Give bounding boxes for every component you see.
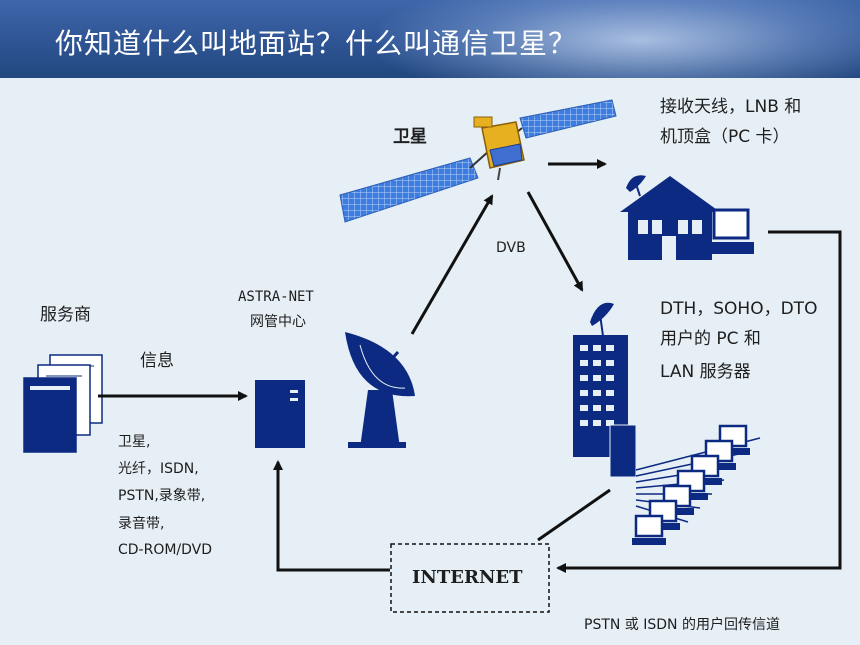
media-item-1: 卫星, (118, 434, 151, 450)
info-label: 信息 (140, 351, 174, 371)
slide-header: 你知道什么叫地面站？什么叫通信卫星？ (0, 0, 860, 78)
media-item-4: 录音带, (118, 516, 165, 532)
return-channel-label: PSTN 或 ISDN 的用户回传信道 (584, 617, 780, 633)
users-label-line3: LAN 服务器 (660, 362, 751, 382)
users-label-line1: DTH，SOHO，DTO (660, 299, 818, 319)
flow-arrows (98, 159, 842, 573)
receiver-label-line2: 机顶盒（PC 卡） (660, 127, 790, 147)
slide-title: 你知道什么叫地面站？什么叫通信卫星？ (55, 27, 578, 60)
satellite-network-diagram: 卫星 接收天线，LNB 和 机顶盒（PC 卡） DVB ASTRA-NET 网管… (0, 78, 860, 645)
house-icon (620, 175, 720, 260)
ground-station-dish-icon (345, 332, 415, 448)
media-item-2: 光纤，ISDN, (118, 461, 199, 477)
media-item-3: PSTN,录象带, (118, 488, 206, 504)
house-computer-icon (710, 208, 754, 254)
internet-label: INTERNET (412, 567, 523, 588)
office-building-icon (573, 302, 637, 478)
dvb-label: DVB (496, 240, 526, 256)
provider-label: 服务商 (40, 305, 91, 325)
satellite-icon (339, 99, 617, 223)
receiver-label-line1: 接收天线，LNB 和 (660, 97, 802, 117)
lan-computer-icons (632, 424, 750, 545)
center-label-line1: ASTRA-NET (238, 289, 314, 305)
users-label-line2: 用户的 PC 和 (660, 329, 761, 349)
satellite-label: 卫星 (393, 127, 427, 147)
diagram-graphics (23, 99, 842, 613)
center-label-line2: 网管中心 (250, 314, 306, 330)
media-item-5: CD-ROM/DVD (118, 542, 213, 558)
header-glow (380, 0, 860, 78)
internet-box (390, 543, 550, 613)
server-icon (255, 380, 305, 448)
provider-documents-icon (23, 354, 103, 453)
